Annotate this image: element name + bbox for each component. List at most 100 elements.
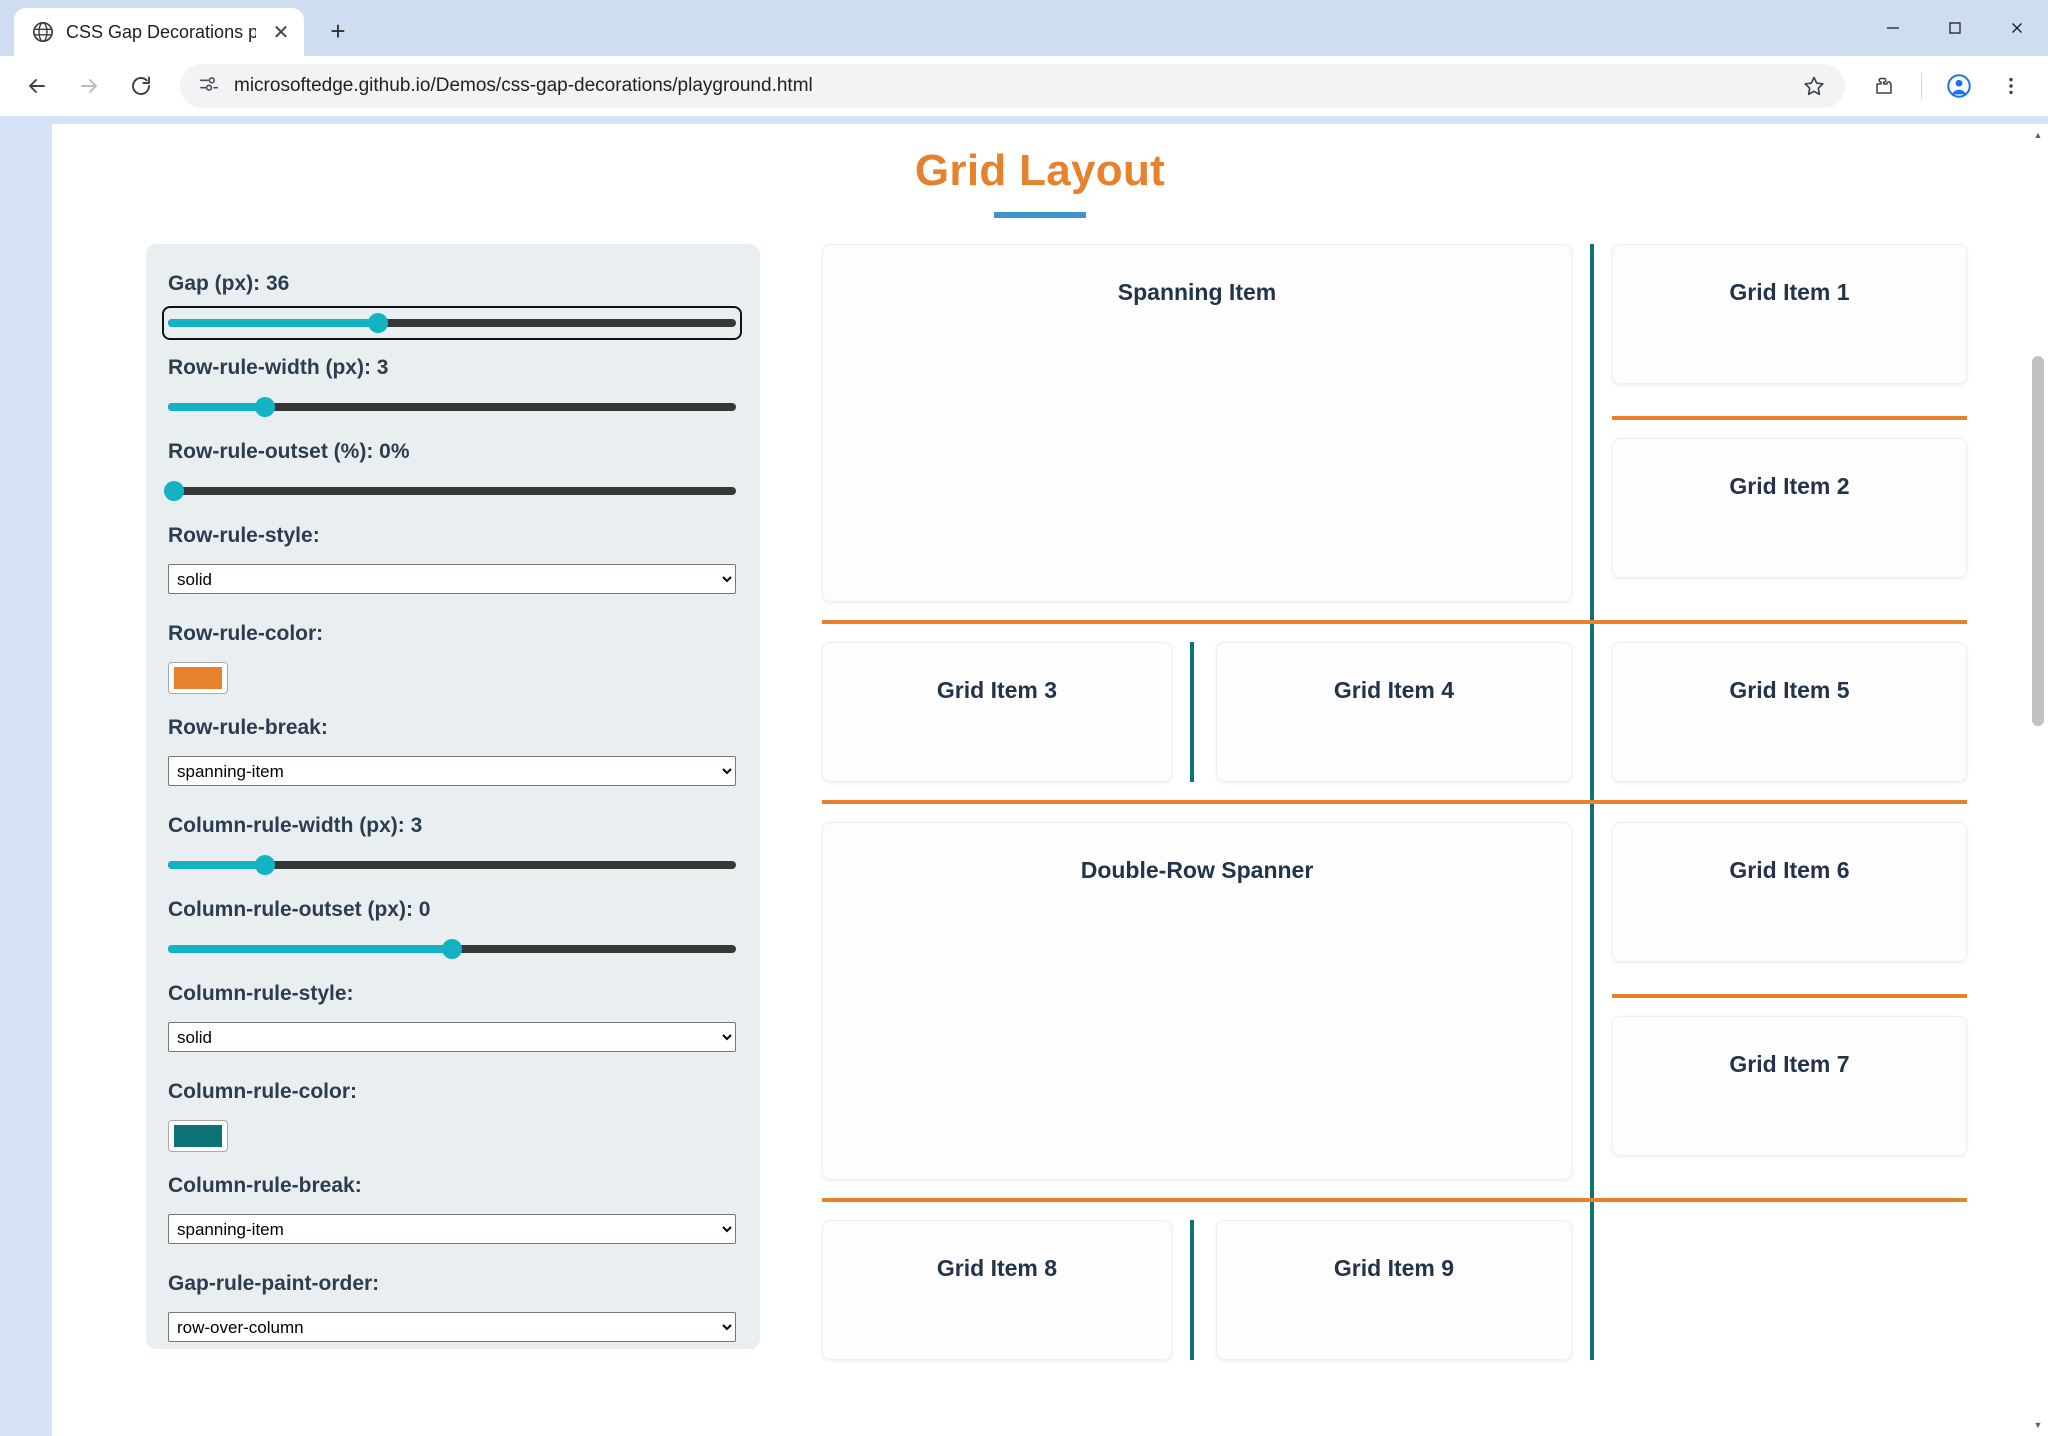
slider-fill — [168, 861, 265, 869]
slider-track[interactable] — [168, 487, 736, 495]
column-rule-color-label: Column-rule-color: — [168, 1080, 357, 1103]
control-column-rule-break: Column-rule-break: nonespanning-iteminter… — [168, 1174, 736, 1250]
site-settings-icon[interactable] — [198, 73, 220, 100]
gap-label: Gap (px): 36 — [168, 272, 290, 295]
row-rule-break-select[interactable]: nonespanning-itemintersection — [168, 756, 736, 786]
browser-tab[interactable]: CSS Gap Decorations playground ✕ — [14, 8, 304, 56]
grid-item: Grid Item 2 — [1612, 438, 1967, 578]
row-rule-width-label: Row-rule-width (px): 3 — [168, 356, 389, 379]
column-rule-break-label: Column-rule-break: — [168, 1174, 362, 1197]
control-row-rule-width: Row-rule-width (px): 3 — [168, 356, 736, 418]
control-column-rule-outset: Column-rule-outset (px): 0 — [168, 898, 736, 960]
minimize-icon[interactable] — [1862, 0, 1924, 56]
row-rule — [822, 1198, 1967, 1202]
vertical-scrollbar[interactable]: ▲ ▼ — [2028, 124, 2048, 1436]
column-rule — [1190, 1220, 1194, 1360]
column-rule-width-label: Column-rule-width (px): 3 — [168, 814, 423, 837]
gap-rule-paint-order-label: Gap-rule-paint-order: — [168, 1272, 380, 1295]
slider-track[interactable] — [168, 319, 736, 327]
control-column-rule-color: Column-rule-color: — [168, 1080, 732, 1152]
maximize-icon[interactable] — [1924, 0, 1986, 56]
column-rule-outset-label: Column-rule-outset (px): 0 — [168, 898, 431, 921]
row-rule — [822, 800, 1967, 804]
row-rule-color-label: Row-rule-color: — [168, 622, 324, 645]
title-underline — [994, 212, 1086, 218]
grid-item-label: Grid Item 8 — [936, 1255, 1058, 1281]
grid-item: Grid Item 6 — [1612, 822, 1967, 962]
control-column-rule-style: Column-rule-style: nonesoliddasheddottedd… — [168, 982, 736, 1058]
control-row-rule-outset: Row-rule-outset (%): 0% — [163, 440, 736, 502]
control-row-rule-break: Row-rule-break: nonespanning-itemintersec… — [168, 716, 736, 792]
window-close-icon[interactable] — [1986, 0, 2048, 56]
grid-item-label: Grid Item 9 — [1333, 1255, 1455, 1281]
grid-item: Double-Row Spanner — [822, 822, 1572, 1180]
toolbar-divider — [1921, 73, 1922, 99]
url-text: microsoftedge.github.io/Demos/css-gap-de… — [234, 75, 813, 96]
column-rule-style-select[interactable]: nonesoliddasheddotteddoublegrooveridgein… — [168, 1022, 736, 1052]
scroll-down-icon[interactable]: ▼ — [2033, 1420, 2043, 1430]
row-rule-color-swatch[interactable] — [168, 662, 228, 694]
tab-title: CSS Gap Decorations playground — [66, 21, 256, 42]
slider-track[interactable] — [168, 403, 736, 411]
slider-fill — [168, 403, 265, 411]
row-rule-width-slider[interactable] — [168, 396, 736, 418]
slider-thumb[interactable] — [254, 397, 275, 417]
close-icon[interactable]: ✕ — [272, 21, 290, 44]
bookmark-star-icon[interactable] — [1795, 67, 1833, 105]
grid-item: Grid Item 9 — [1216, 1220, 1572, 1360]
grid-item: Grid Item 1 — [1612, 244, 1967, 384]
control-row-rule-color: Row-rule-color: — [168, 622, 732, 694]
slider-thumb[interactable] — [163, 481, 184, 501]
back-icon[interactable] — [14, 63, 60, 109]
slider-fill — [168, 319, 379, 327]
grid-item-label: Double-Row Spanner — [1080, 857, 1314, 883]
row-rule-break-label: Row-rule-break: — [168, 716, 328, 739]
control-column-rule-width: Column-rule-width (px): 3 — [168, 814, 736, 876]
profile-avatar-icon[interactable] — [1936, 63, 1982, 109]
three-dot-menu-icon[interactable] — [1988, 63, 2034, 109]
column-rule-break-select[interactable]: nonespanning-itemintersection — [168, 1214, 736, 1244]
slider-fill — [168, 945, 452, 953]
color-preview — [174, 1125, 222, 1147]
control-gap-rule-paint-order: Gap-rule-paint-order: row-over-columncolu… — [168, 1272, 736, 1348]
reload-icon[interactable] — [118, 63, 164, 109]
grid-item-label: Grid Item 3 — [936, 677, 1058, 703]
grid-item-label: Grid Item 4 — [1333, 677, 1455, 703]
slider-track[interactable] — [168, 861, 736, 869]
grid-item: Spanning Item — [822, 244, 1572, 602]
grid-item-label: Grid Item 2 — [1729, 473, 1850, 499]
slider-thumb[interactable] — [442, 939, 462, 959]
gap-rule-paint-order-select[interactable]: row-over-columncolumn-over-row — [168, 1312, 736, 1342]
scroll-up-icon[interactable]: ▲ — [2033, 130, 2043, 140]
grid-item-label: Grid Item 7 — [1729, 1051, 1850, 1077]
controls-panel: Gap (px): 36 Row-rule-width (px): 3 Row-ru… — [146, 244, 760, 1349]
row-rule — [1612, 994, 1967, 998]
column-rule-style-label: Column-rule-style: — [168, 982, 354, 1005]
gap-slider[interactable] — [162, 306, 742, 340]
address-bar[interactable]: microsoftedge.github.io/Demos/css-gap-de… — [180, 64, 1845, 108]
row-rule — [1612, 416, 1967, 420]
new-tab-button[interactable]: + — [330, 15, 346, 46]
grid-item-label: Grid Item 6 — [1729, 857, 1850, 883]
control-row-rule-style: Row-rule-style:nonesoliddasheddotteddoub… — [168, 524, 736, 600]
column-rule-width-slider[interactable] — [168, 854, 736, 876]
row-rule-style-select[interactable]: nonesoliddasheddotteddoublegrooveridgein… — [168, 564, 736, 594]
column-rule-outset-slider[interactable] — [168, 938, 736, 960]
color-preview — [174, 667, 222, 689]
scrollbar-thumb[interactable] — [2032, 356, 2044, 726]
column-rule-color-swatch[interactable] — [168, 1120, 228, 1152]
grid-item-label: Grid Item 1 — [1729, 279, 1850, 305]
extensions-puzzle-icon[interactable] — [1861, 63, 1907, 109]
forward-icon[interactable] — [66, 63, 112, 109]
row-rule-outset-slider[interactable] — [163, 480, 736, 502]
grid-item-label: Grid Item 5 — [1729, 677, 1850, 703]
grid-item: Grid Item 4 — [1216, 642, 1572, 782]
scrollbar-track[interactable] — [2028, 146, 2048, 1414]
slider-thumb[interactable] — [254, 855, 275, 875]
slider-thumb[interactable] — [368, 313, 389, 333]
row-rule — [822, 620, 1967, 624]
grid-demo: Spanning Item Grid Item 1 Grid Item 2 Grid … — [822, 244, 1968, 1360]
